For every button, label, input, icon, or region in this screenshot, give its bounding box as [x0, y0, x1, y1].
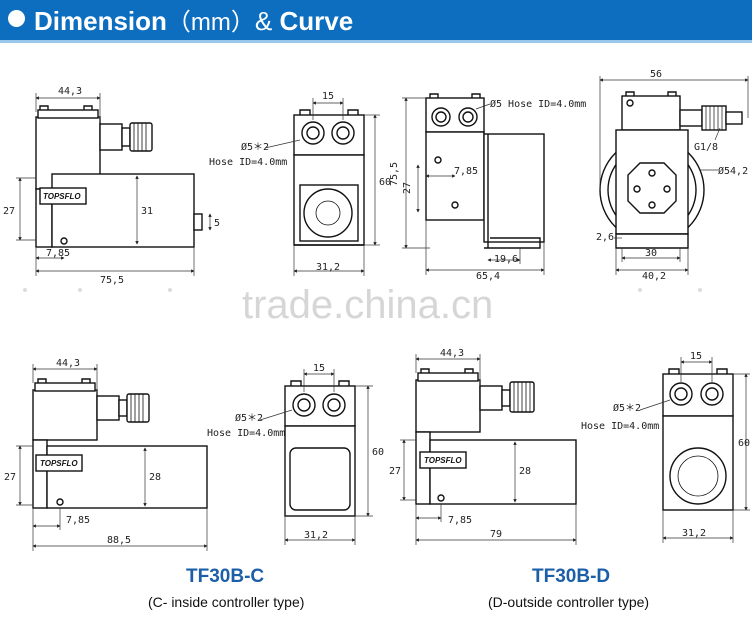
- dim-top-front-height: 60: [379, 177, 391, 188]
- top-front-dims: [264, 98, 380, 276]
- dim-top-side-offset: 7,85: [46, 248, 70, 259]
- caption-desc-d: (D-outside controller type): [488, 594, 650, 610]
- caption-desc-c: (C- inside controller type): [148, 594, 305, 610]
- dim-top-end-diameter: Ø54,2: [718, 165, 748, 177]
- dim-top-bracket-offset: 7,85: [454, 166, 478, 177]
- dim-top-bracket-length: 65,4: [476, 271, 500, 282]
- bottom-left-side-view: [32, 378, 208, 509]
- dim-br-front-height: 60: [738, 438, 750, 449]
- bottom-right-front-dims: [639, 357, 750, 543]
- dim-top-end-total: 40,2: [642, 271, 666, 282]
- dim-top-side-height: 27: [3, 206, 15, 217]
- bl-front-hose2: Hose ID=4.0mm: [207, 428, 285, 439]
- dim-top-side-width: 44,3: [58, 86, 82, 97]
- dim-bl-side-height: 27: [4, 472, 16, 483]
- top-bracket-hose: Ø5 Hose ID=4.0mm: [490, 98, 586, 110]
- dim-br-side-body: 28: [519, 466, 531, 477]
- header-rule: [0, 40, 752, 43]
- br-front-hose2: Hose ID=4.0mm: [581, 421, 659, 432]
- section-header: [0, 0, 752, 40]
- bottom-right-side-view: [415, 368, 577, 505]
- dim-top-end-width: 56: [650, 69, 662, 80]
- dim-bl-side-body: 28: [149, 472, 161, 483]
- dim-top-end-offset: 2,6: [596, 232, 614, 243]
- top-side-dims: [16, 93, 212, 276]
- top-end-thread: G1/8: [694, 142, 718, 153]
- bl-front-hose1: Ø5＊2: [235, 412, 263, 424]
- bullet-dot-icon: [8, 10, 25, 27]
- bottom-right-front-view: [662, 368, 734, 511]
- title-unit: （mm）: [166, 9, 255, 36]
- dim-top-end-inner: 30: [645, 248, 657, 259]
- dim-br-side-height: 27: [389, 466, 401, 477]
- dim-top-front-width: 31,2: [316, 262, 340, 273]
- bottom-left-brand-label: TOPSFLO: [40, 459, 78, 468]
- dim-br-side-width: 44,3: [440, 348, 464, 359]
- top-front-hose1: Ø5＊2: [241, 141, 269, 153]
- dim-top-front-spacing: 15: [322, 91, 334, 102]
- top-end-view: [599, 91, 743, 249]
- bottom-right-brand-label: TOPSFLO: [424, 456, 462, 465]
- dim-bl-front-width: 31,2: [304, 530, 328, 541]
- dim-br-side-offset: 7,85: [448, 515, 472, 526]
- caption-model-c: TF30B-C: [186, 566, 265, 587]
- bottom-left-front-view: [284, 380, 356, 517]
- dim-top-bracket-mid: 27: [402, 182, 413, 194]
- top-front-hose2: Hose ID=4.0mm: [209, 157, 287, 168]
- caption-model-d: TF30B-D: [532, 566, 611, 587]
- dim-top-side-length: 75,5: [100, 275, 124, 286]
- top-end-dims: [599, 76, 749, 275]
- dim-bl-front-height: 60: [372, 447, 384, 458]
- top-front-view: [293, 109, 365, 246]
- br-front-hose1: Ø5＊2: [613, 402, 641, 414]
- title-dimension: Dimension: [34, 6, 167, 36]
- title-amp: &: [254, 6, 280, 36]
- bottom-left-front-dims: [259, 369, 373, 545]
- watermark-dots: [23, 288, 702, 292]
- dim-br-front-spacing: 15: [690, 351, 702, 362]
- section-title: Dimension（mm）& Curve: [34, 5, 353, 37]
- bottom-right-side-dims: [400, 354, 577, 545]
- top-side-view: [35, 105, 203, 248]
- top-bracket-dims: [402, 97, 545, 275]
- dim-top-side-port: 5: [214, 218, 220, 229]
- dim-top-bracket-height: 75,5: [389, 162, 400, 186]
- dim-bl-side-width: 44,3: [56, 358, 80, 369]
- dim-top-side-body: 31: [141, 206, 153, 217]
- title-curve: Curve: [279, 6, 354, 36]
- dim-bl-side-length: 88,5: [107, 535, 131, 546]
- dim-bl-front-spacing: 15: [313, 363, 325, 374]
- dim-bl-side-offset: 7,85: [66, 515, 90, 526]
- bottom-left-side-dims: [16, 364, 208, 551]
- dim-br-side-length: 79: [490, 529, 502, 540]
- dim-br-front-width: 31,2: [682, 528, 706, 539]
- dim-top-bracket-depth: 19,6: [494, 254, 518, 265]
- top-bracket-view: [425, 93, 545, 249]
- top-brand-label: TOPSFLO: [43, 192, 81, 201]
- watermark-text: trade.china.cn: [242, 283, 493, 327]
